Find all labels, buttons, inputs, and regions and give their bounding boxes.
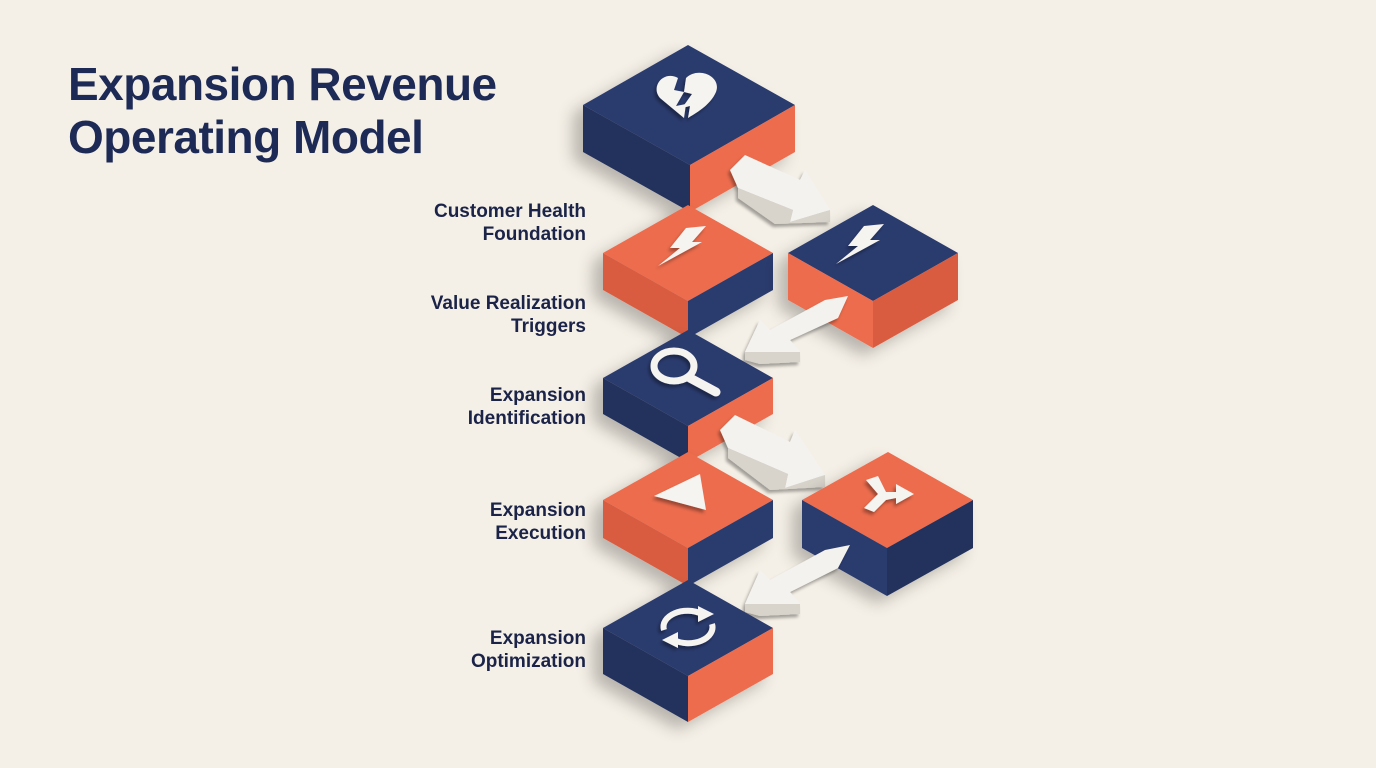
step-label-line: Triggers <box>511 316 586 337</box>
title-line-2: Operating Model <box>68 111 424 163</box>
step-label-expansion-execution: Expansion Execution <box>346 499 586 545</box>
step-label-line: Value Realization <box>430 293 586 314</box>
step-label-line: Expansion <box>489 385 586 406</box>
step-label-expansion-identification: Expansion Identification <box>346 384 586 430</box>
flow-arrow-2 <box>745 296 848 364</box>
title-line-1: Expansion Revenue <box>68 58 497 110</box>
step-label-line: Identification <box>467 408 586 429</box>
merge-split-arrow-icon <box>864 476 914 512</box>
block-value-realization <box>603 205 773 338</box>
step-label-value-realization: Value Realization Triggers <box>346 292 586 338</box>
flow-arrow-4 <box>745 545 850 616</box>
side-block-expansion-path <box>802 452 973 596</box>
lightning-bolt-icon <box>836 224 884 264</box>
block-expansion-optimization <box>603 580 773 722</box>
step-label-customer-health: Customer Health Foundation <box>346 200 586 246</box>
step-label-line: Foundation <box>482 224 586 245</box>
refresh-cycle-icon <box>660 606 716 648</box>
page-title: Expansion Revenue Operating Model <box>68 58 497 164</box>
play-triangle-icon <box>654 474 706 510</box>
flow-arrow-3 <box>720 415 825 490</box>
step-label-line: Execution <box>495 523 586 544</box>
step-label-expansion-optimization: Expansion Optimization <box>346 627 586 673</box>
step-label-line: Expansion <box>489 628 586 649</box>
lightning-bolt-icon <box>658 226 706 266</box>
flow-arrow-1 <box>730 155 830 224</box>
broken-heart-icon <box>656 72 717 118</box>
step-label-line: Customer Health <box>433 201 586 222</box>
step-label-line: Expansion <box>489 500 586 521</box>
step-label-line: Optimization <box>470 651 586 672</box>
magnifier-icon <box>650 347 721 397</box>
